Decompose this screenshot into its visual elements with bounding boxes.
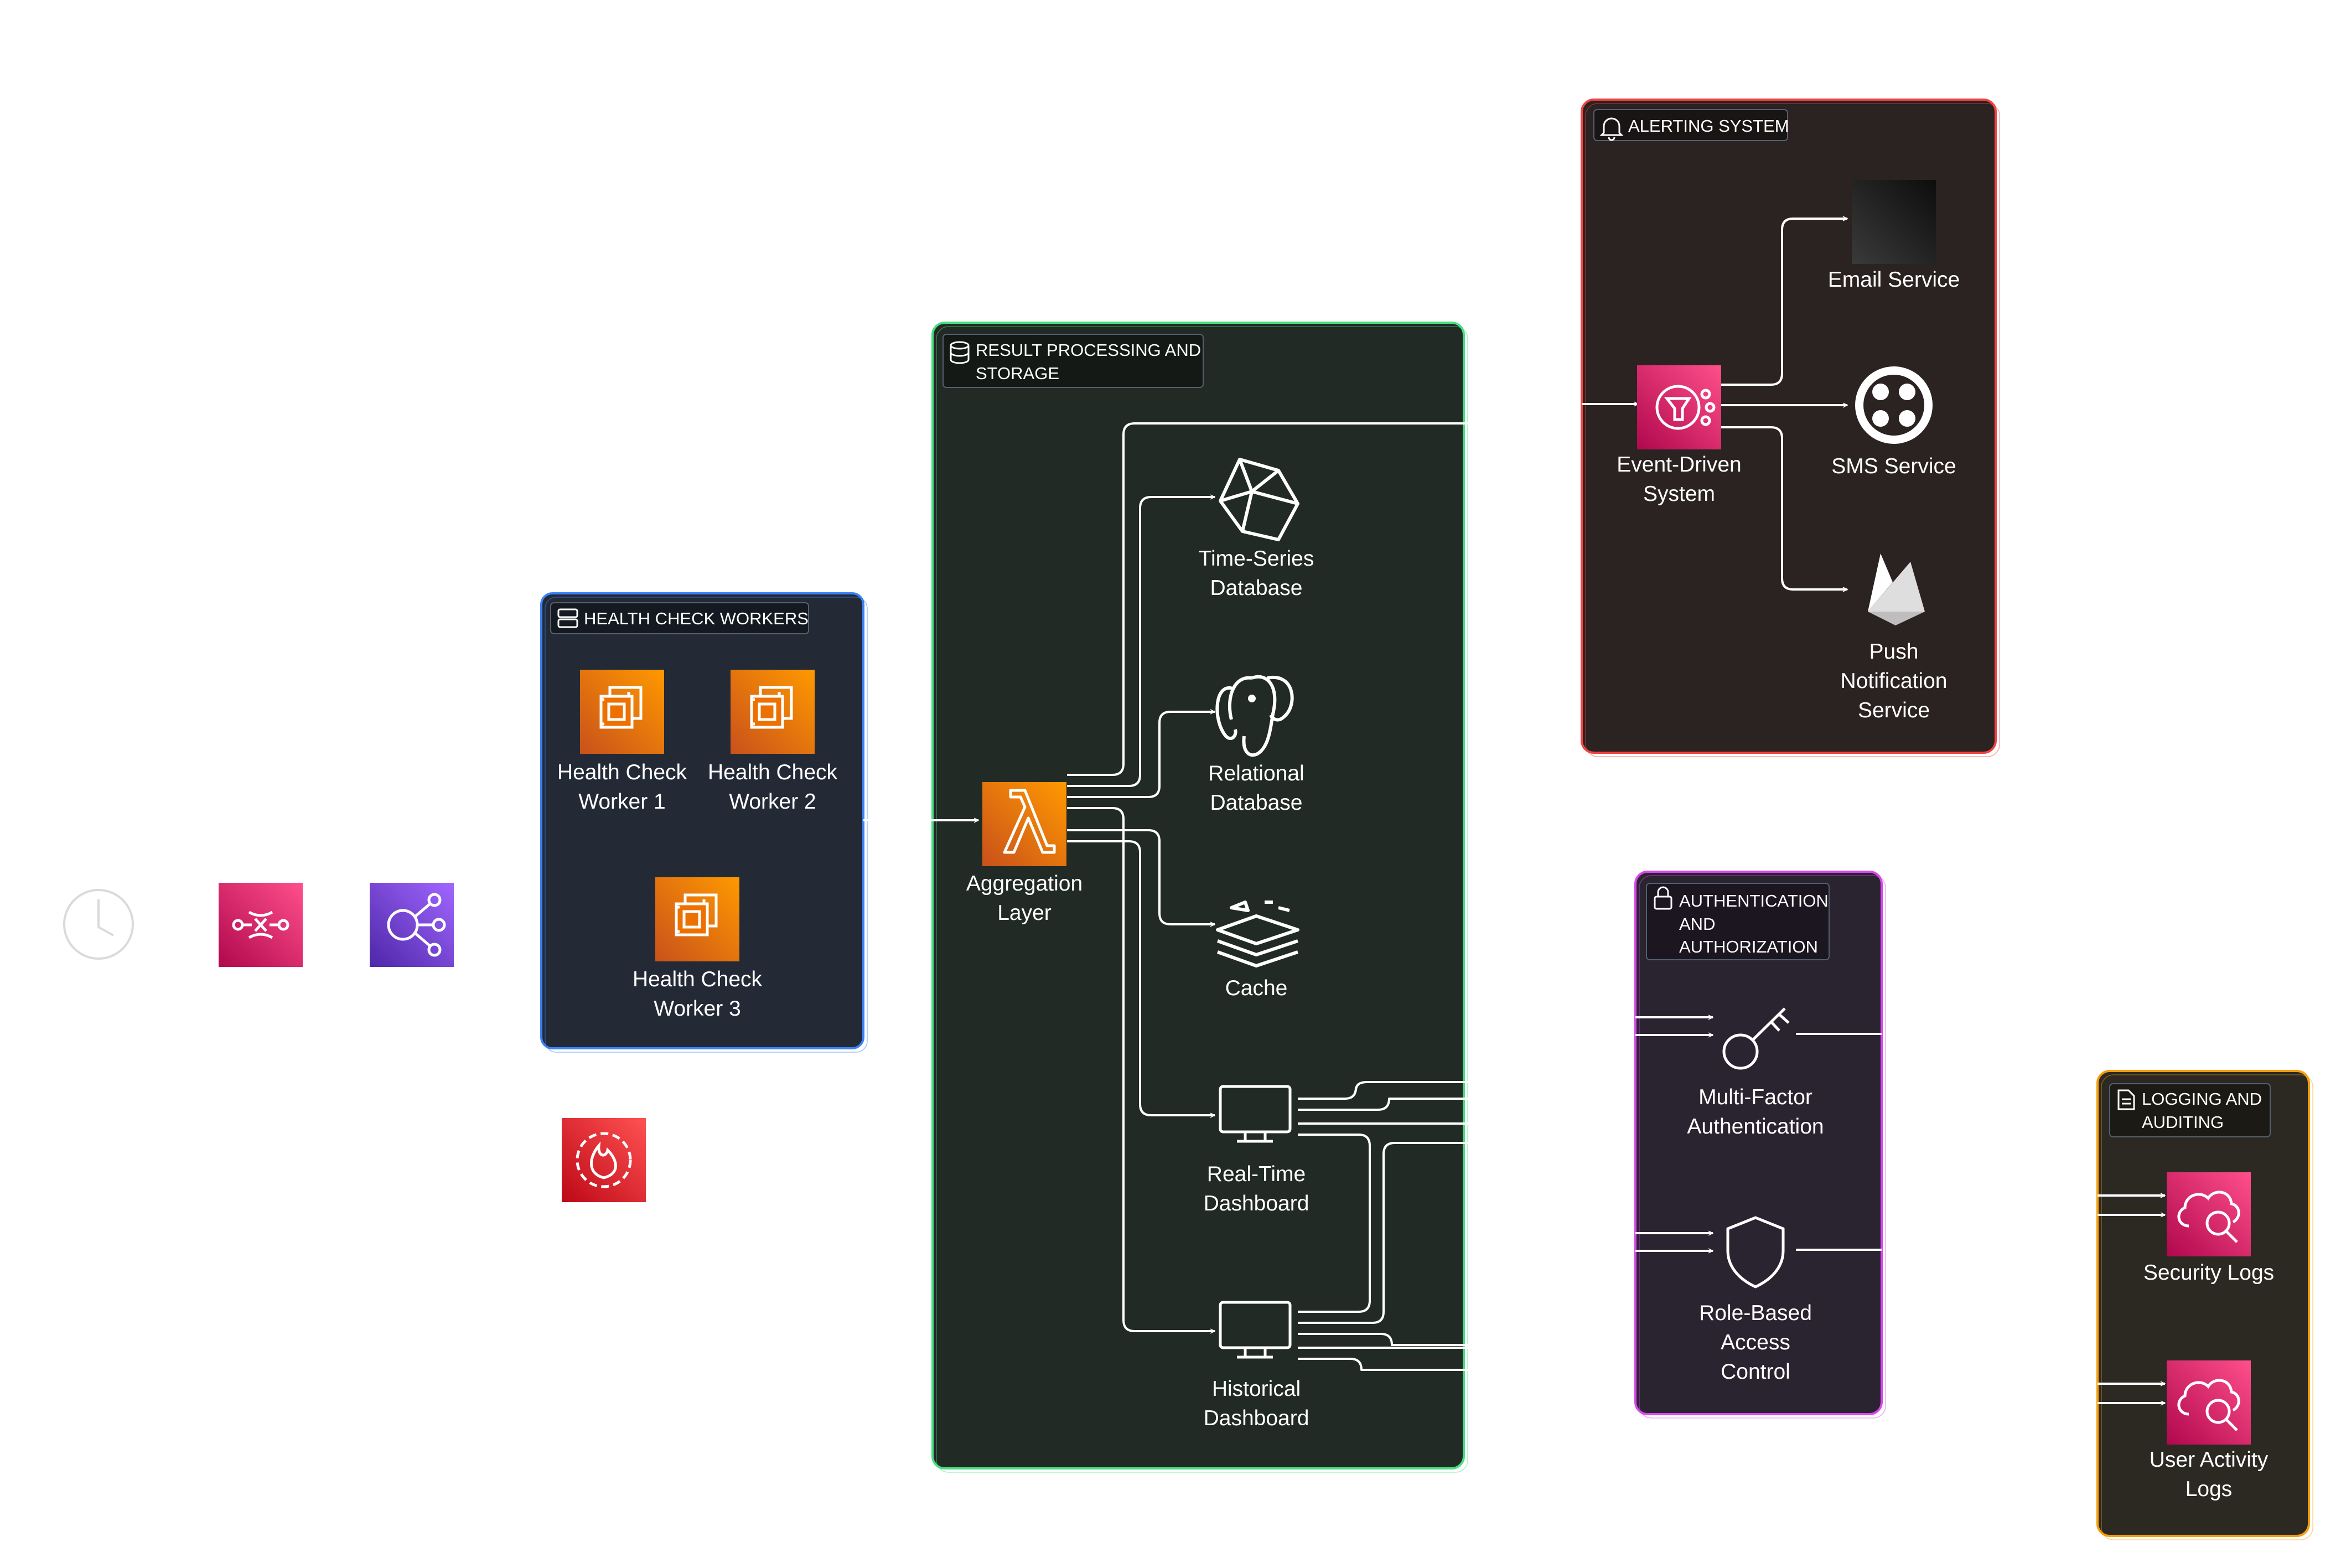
node-historical-dashboard[interactable]: Historical Dashboard	[1204, 1301, 1309, 1430]
node-label: Security Logs	[2143, 1261, 2274, 1285]
bell-icon	[1599, 117, 1624, 141]
node-real-time-dashboard[interactable]: Real-Time Dashboard	[1204, 1085, 1309, 1215]
queue-icon[interactable]	[219, 883, 303, 967]
timestream-icon	[1219, 458, 1299, 541]
group-logging-auditing: LOGGING AND AUDITING	[2096, 1070, 2313, 1540]
node-label-line-3: Control	[1721, 1360, 1790, 1384]
redis-icon	[1216, 901, 1299, 967]
node-aggregation-layer[interactable]: Aggregation Layer	[966, 782, 1083, 925]
key-icon	[1722, 1007, 1790, 1070]
node-health-check-worker-1[interactable]: Health Check Worker 1	[557, 670, 687, 814]
group-authentication: AUTHENTICATION AND AUTHORIZATION	[1634, 871, 1886, 1419]
edge-aggregation-to-rtdash	[1067, 840, 1215, 1115]
node-user-activity-logs[interactable]: User Activity Logs	[2150, 1360, 2269, 1501]
edge-event-to-push	[1720, 426, 1847, 589]
cloudwatch-logs-icon	[2177, 1191, 2240, 1243]
node-label-line-1: Real-Time	[1207, 1162, 1306, 1186]
database-icon	[950, 341, 970, 364]
node-label-line-3: Service	[1858, 698, 1930, 722]
ec2-instance-icon	[750, 686, 793, 729]
group-title-line-2: STORAGE	[976, 364, 1059, 383]
email-icon	[1852, 180, 1936, 264]
edge-event-to-email	[1720, 219, 1847, 386]
edge-aggregation-to-tsdb	[1067, 497, 1215, 787]
cloudwatch-logs-icon	[2177, 1379, 2240, 1431]
connectors	[863, 219, 2165, 1403]
node-event-driven-system[interactable]: Event-Driven System	[1617, 365, 1742, 506]
node-label-line-2: Worker 2	[729, 790, 816, 814]
node-label-line-1: Event-Driven	[1617, 453, 1741, 477]
group-title-line-1: AUTHENTICATION	[1679, 891, 1829, 910]
node-label-line-1: User Activity	[2150, 1448, 2269, 1472]
node-push-notification-service[interactable]: Push Notification Service	[1841, 553, 1948, 722]
node-label-line-1: Role-Based	[1699, 1301, 1812, 1325]
edge-aggregation-to-reldb	[1067, 712, 1215, 798]
node-relational-database[interactable]: Relational Database	[1208, 675, 1304, 815]
group-title: HEALTH CHECK WORKERS	[584, 609, 809, 628]
node-label-line-1: Health Check	[708, 760, 838, 784]
node-email-service[interactable]: Email Service	[1828, 180, 1960, 292]
node-health-check-worker-2[interactable]: Health Check Worker 2	[708, 670, 838, 814]
monitor-icon	[1219, 1085, 1292, 1143]
node-security-logs[interactable]: Security Logs	[2143, 1172, 2274, 1285]
sms-icon	[1855, 366, 1933, 444]
group-title-line-1: LOGGING AND	[2142, 1089, 2262, 1109]
node-label-line-2: Access	[1721, 1331, 1790, 1354]
node-label: SMS Service	[1831, 454, 1956, 478]
edge-aggregation-to-alerting	[1067, 422, 1469, 776]
node-label-line-1: Health Check	[557, 760, 687, 784]
node-sms-service[interactable]: SMS Service	[1831, 366, 1956, 478]
postgresql-icon	[1215, 675, 1294, 757]
node-label-line-1: Push	[1869, 640, 1919, 664]
node-label-line-2: Authentication	[1687, 1115, 1824, 1139]
firewall-icon[interactable]	[562, 1118, 646, 1202]
group-title-line-2: AUDITING	[2142, 1112, 2224, 1132]
monitor-icon	[1219, 1301, 1292, 1359]
node-label-line-2: Dashboard	[1204, 1406, 1309, 1430]
node-label-line-1: Multi-Factor	[1698, 1085, 1812, 1109]
group-result-processing: RESULT PROCESSING AND STORAGE	[931, 322, 1468, 1473]
group-title-line-3: AUTHORIZATION	[1679, 937, 1818, 956]
sns-icon	[1655, 385, 1716, 430]
node-label-line-1: Relational	[1208, 762, 1304, 785]
shield-icon	[1726, 1216, 1785, 1288]
edge-aggregation-to-histdash	[1067, 807, 1215, 1331]
node-health-check-worker-3[interactable]: Health Check Worker 3	[633, 877, 763, 1021]
node-label-line-2: Logs	[2186, 1477, 2233, 1501]
node-label-line-1: Historical	[1212, 1377, 1301, 1401]
file-icon	[2117, 1089, 2135, 1110]
node-multi-factor-authentication[interactable]: Multi-Factor Authentication	[1687, 1007, 1824, 1139]
lambda-icon	[1003, 789, 1056, 854]
node-label-line-2: Database	[1210, 576, 1303, 600]
node-label: Email Service	[1828, 268, 1960, 292]
node-label-line-1: Time-Series	[1199, 547, 1314, 571]
group-title-line-2: AND	[1679, 914, 1715, 934]
node-time-series-database[interactable]: Time-Series Database	[1199, 458, 1314, 600]
firebase-icon	[1868, 553, 1925, 625]
ec2-instance-icon	[675, 893, 718, 936]
node-label-line-2: Dashboard	[1204, 1192, 1309, 1215]
node-label-line-2: System	[1643, 482, 1715, 506]
group-title: ALERTING SYSTEM	[1628, 116, 1789, 136]
node-label-line-2: Worker 3	[654, 997, 741, 1021]
server-icon	[557, 608, 578, 628]
node-label-line-2: Database	[1210, 791, 1303, 815]
clock-icon[interactable]	[63, 889, 134, 960]
edge-aggregation-to-cache	[1067, 829, 1215, 924]
node-role-based-access-control[interactable]: Role-Based Access Control	[1699, 1216, 1812, 1384]
node-label-line-1: Aggregation	[966, 872, 1083, 896]
node-label-line-1: Health Check	[633, 967, 763, 991]
node-label: Cache	[1225, 976, 1288, 1000]
node-label-line-2: Worker 1	[578, 790, 666, 814]
ec2-instance-icon	[599, 686, 643, 729]
group-title-line-1: RESULT PROCESSING AND	[976, 340, 1201, 360]
node-cache[interactable]: Cache	[1216, 901, 1299, 1000]
event-bus-icon[interactable]	[370, 883, 454, 967]
node-label-line-2: Layer	[997, 901, 1052, 925]
lock-icon	[1654, 886, 1672, 910]
node-label-line-2: Notification	[1841, 669, 1948, 693]
